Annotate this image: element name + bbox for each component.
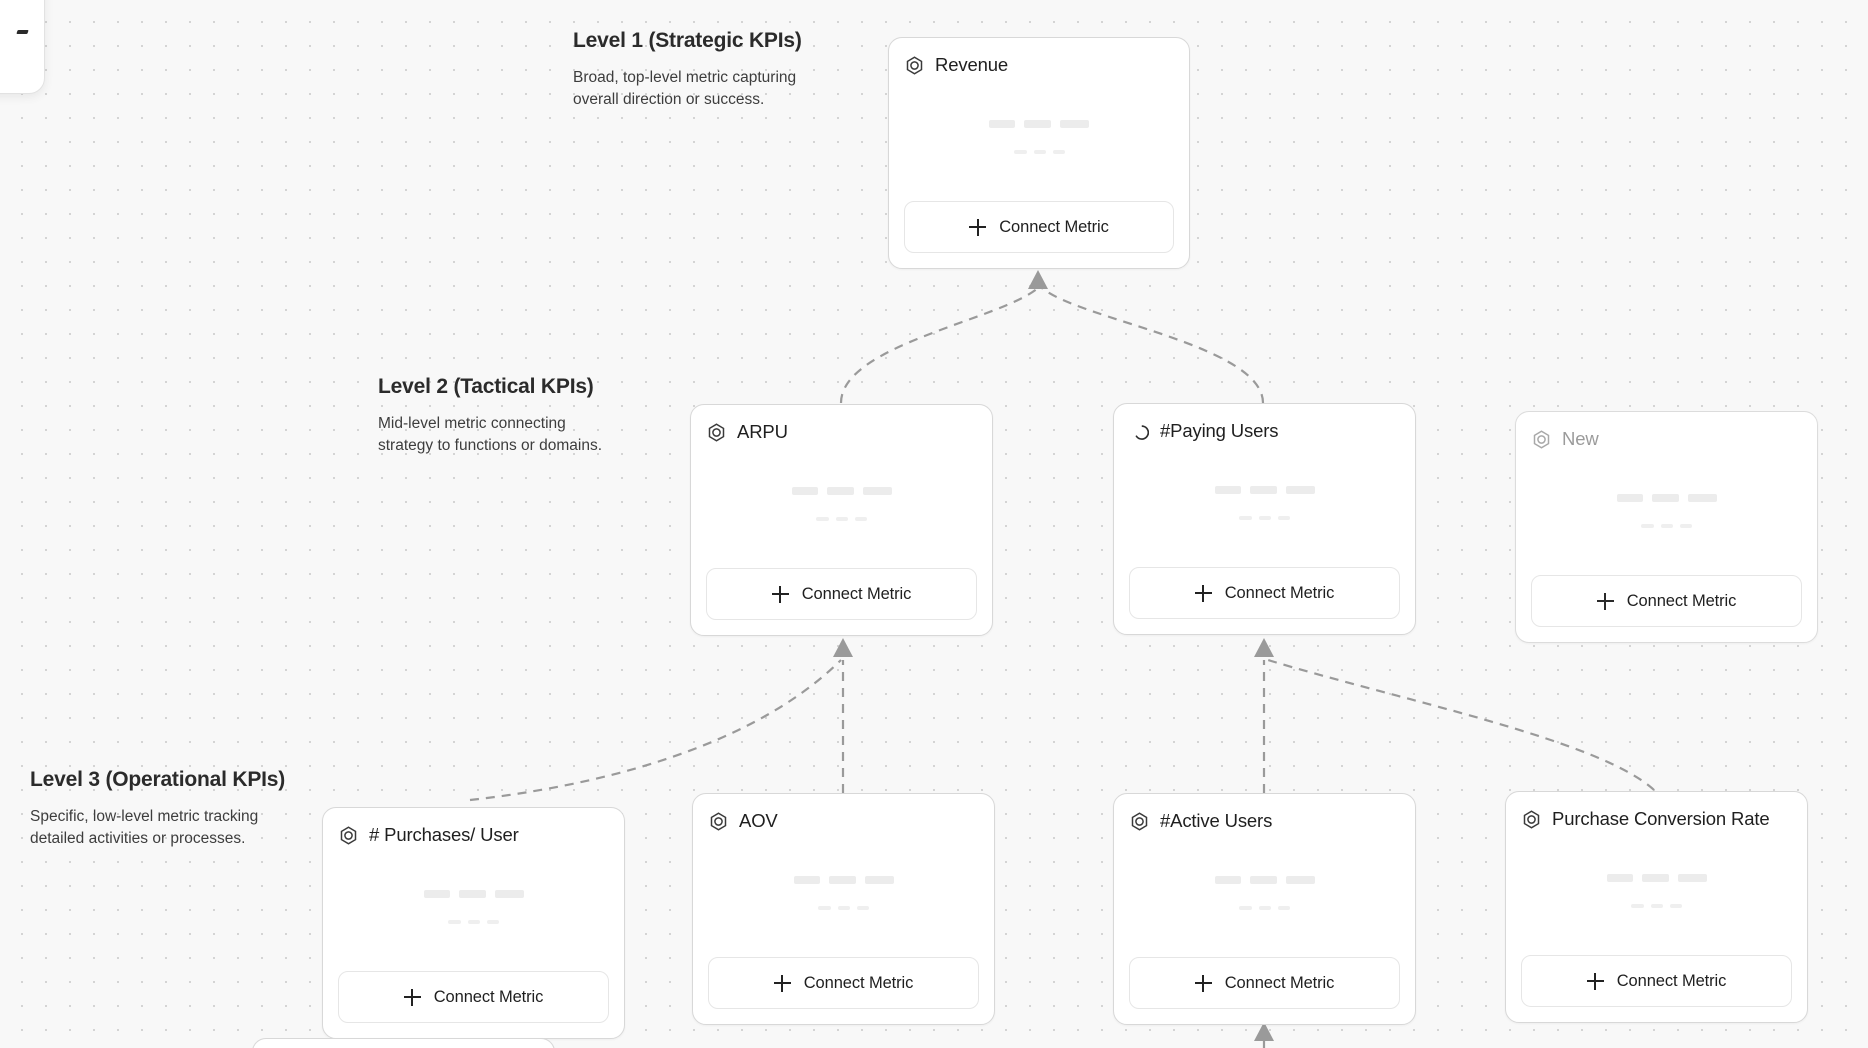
edge-conversion-to-paying-users	[1267, 658, 1655, 791]
skeleton-line-secondary	[816, 516, 867, 521]
card-title: #Active Users	[1160, 809, 1273, 831]
edge-arpu-to-revenue	[839, 287, 1039, 404]
plus-icon	[771, 585, 789, 603]
skeleton-line-secondary	[818, 905, 869, 910]
card-skeleton-body	[1129, 834, 1400, 957]
skeleton-line-primary	[1616, 493, 1717, 502]
plus-icon	[1586, 972, 1604, 990]
card-skeleton-body	[1521, 832, 1792, 955]
card-header: AOV	[708, 808, 979, 834]
skeleton-line-secondary	[1239, 515, 1290, 520]
metric-card-revenue[interactable]: Revenue Connect Metric	[888, 37, 1190, 269]
hexagon-metric-icon	[1129, 811, 1150, 832]
connect-metric-button[interactable]: Connect Metric	[706, 568, 977, 620]
skeleton-line-primary	[1214, 485, 1315, 494]
card-skeleton-body	[706, 445, 977, 568]
connect-metric-label: Connect Metric	[801, 584, 912, 603]
card-header: New	[1531, 426, 1802, 452]
metric-card-active-users[interactable]: #Active Users Connect Metric	[1113, 793, 1416, 1025]
hexagon-metric-icon	[338, 825, 359, 846]
plus-icon	[969, 218, 987, 236]
card-skeleton-body	[708, 834, 979, 957]
skeleton-line-secondary	[1631, 903, 1682, 908]
metric-card-arpu[interactable]: ARPU Connect Metric	[690, 404, 993, 636]
skeleton-line-primary	[423, 889, 524, 898]
level-1-label-group: Level 1 (Strategic KPIs) Broad, top-leve…	[573, 27, 818, 111]
card-title: AOV	[739, 809, 778, 831]
skeleton-line-primary	[1606, 873, 1707, 882]
metric-card-new[interactable]: New Connect Metric	[1515, 411, 1818, 643]
edge-purchases-to-arpu	[469, 659, 842, 802]
connect-metric-button[interactable]: Connect Metric	[904, 201, 1174, 253]
plus-icon	[1194, 974, 1212, 992]
connect-metric-label: Connect Metric	[1626, 591, 1737, 610]
card-title: ARPU	[737, 420, 788, 442]
hexagon-metric-icon	[708, 811, 729, 832]
edge-arrowhead	[1028, 270, 1048, 289]
connect-metric-button[interactable]: Connect Metric	[708, 957, 979, 1009]
plus-icon	[1194, 584, 1212, 602]
skeleton-line-primary	[793, 875, 894, 884]
level-2-description: Mid-level metric connecting strategy to …	[378, 415, 603, 455]
floating-corner-panel[interactable]	[0, 0, 45, 94]
card-title: New	[1562, 427, 1599, 449]
skeleton-line-primary	[989, 119, 1089, 128]
card-title: Revenue	[935, 53, 1009, 75]
metric-card-clipped-bottom[interactable]	[252, 1038, 555, 1048]
card-header: Purchase Conversion Rate	[1521, 806, 1792, 832]
card-title: Purchase Conversion Rate	[1552, 807, 1770, 829]
connect-metric-label: Connect Metric	[803, 973, 914, 992]
level-1-title: Level 1 (Strategic KPIs)	[573, 29, 802, 52]
connect-metric-label: Connect Metric	[1616, 971, 1727, 990]
card-header: ARPU	[706, 419, 977, 445]
skeleton-line-primary	[1214, 875, 1315, 884]
connect-metric-button[interactable]: Connect Metric	[1129, 957, 1400, 1009]
level-2-label-group: Level 2 (Tactical KPIs) Mid-level metric…	[378, 373, 623, 457]
connect-metric-button[interactable]: Connect Metric	[1521, 955, 1792, 1007]
edge-paying-users-to-revenue	[1041, 287, 1265, 404]
level-3-description: Specific, low-level metric tracking deta…	[30, 808, 259, 848]
card-skeleton-body	[904, 78, 1174, 201]
metric-card-paying-users[interactable]: #Paying Users Connect Metric	[1113, 403, 1416, 635]
edge-arrowhead	[1254, 638, 1274, 657]
connect-metric-label: Connect Metric	[999, 217, 1109, 236]
loading-spinner-icon	[1129, 421, 1150, 442]
metric-card-purchases-per-user[interactable]: # Purchases/ User Connect Metric	[322, 807, 625, 1039]
level-3-label-group: Level 3 (Operational KPIs) Specific, low…	[30, 766, 285, 850]
connect-metric-button[interactable]: Connect Metric	[1531, 575, 1802, 627]
connect-metric-label: Connect Metric	[1224, 973, 1335, 992]
edge-arrowhead	[833, 638, 853, 657]
card-header: #Paying Users	[1129, 418, 1400, 444]
card-title: #Paying Users	[1160, 419, 1279, 441]
level-1-description: Broad, top-level metric capturing overal…	[573, 69, 797, 109]
hexagon-metric-icon	[706, 422, 727, 443]
connect-metric-label: Connect Metric	[433, 987, 544, 1006]
connect-metric-label: Connect Metric	[1224, 583, 1335, 602]
plus-icon	[403, 988, 421, 1006]
skeleton-line-primary	[791, 486, 892, 495]
card-header: # Purchases/ User	[338, 822, 609, 848]
skeleton-line-secondary	[1013, 149, 1065, 154]
hexagon-metric-icon	[1521, 809, 1542, 830]
card-skeleton-body	[1129, 444, 1400, 567]
connect-metric-button[interactable]: Connect Metric	[338, 971, 609, 1023]
hexagon-metric-icon	[1531, 429, 1552, 450]
hexagon-metric-icon	[904, 55, 925, 76]
card-title: # Purchases/ User	[369, 823, 519, 845]
level-2-title: Level 2 (Tactical KPIs)	[378, 375, 594, 398]
card-skeleton-body	[338, 848, 609, 971]
card-header: #Active Users	[1129, 808, 1400, 834]
metric-card-aov[interactable]: AOV Connect Metric	[692, 793, 995, 1025]
metric-card-purchase-conversion-rate[interactable]: Purchase Conversion Rate Connect Metric	[1505, 791, 1808, 1023]
cursor-glyph-icon	[17, 28, 31, 38]
card-skeleton-body	[1531, 452, 1802, 575]
card-header: Revenue	[904, 52, 1174, 78]
skeleton-line-secondary	[448, 919, 499, 924]
connect-metric-button[interactable]: Connect Metric	[1129, 567, 1400, 619]
plus-icon	[1596, 592, 1614, 610]
skeleton-line-secondary	[1641, 523, 1692, 528]
plus-icon	[773, 974, 791, 992]
skeleton-line-secondary	[1239, 905, 1290, 910]
level-3-title: Level 3 (Operational KPIs)	[30, 768, 286, 791]
